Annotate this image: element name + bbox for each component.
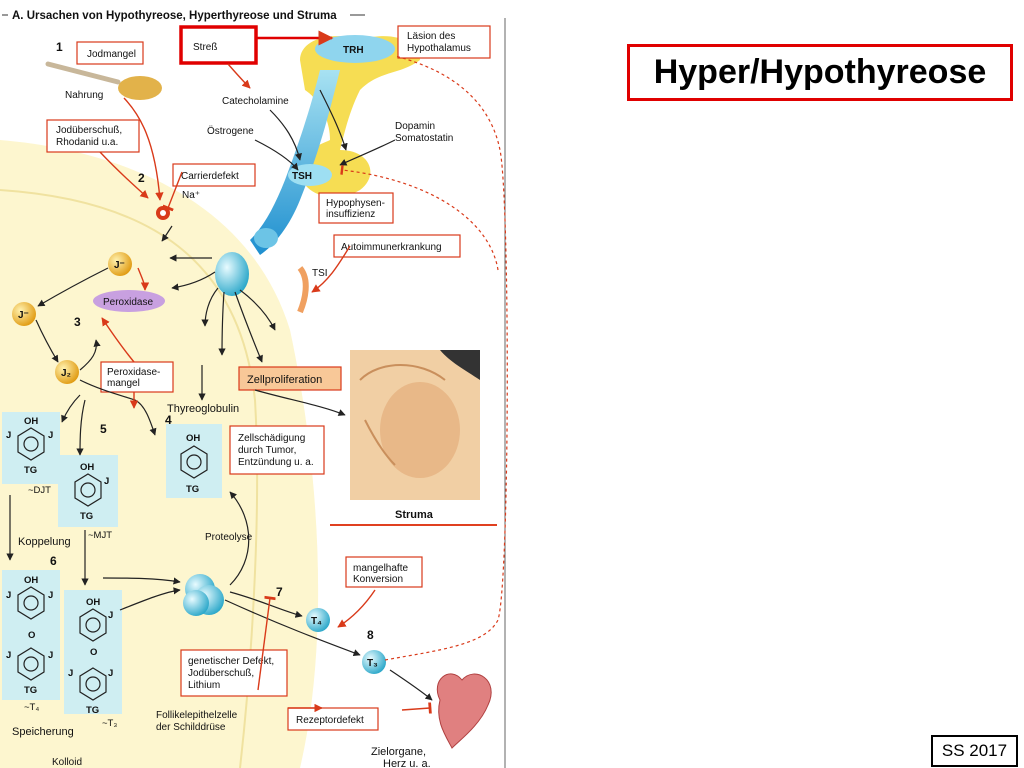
svg-text:OH: OH [24, 416, 38, 427]
svg-text:Peroxidase: Peroxidase [103, 297, 153, 308]
t4-ball [306, 608, 330, 632]
tsh-receptor-icon [215, 252, 249, 296]
svg-text:der Schilddrüse: der Schilddrüse [156, 722, 226, 733]
iodide-ball-2 [12, 302, 36, 326]
svg-text:Rhodanid u.a.: Rhodanid u.a. [56, 137, 118, 148]
svg-text:3: 3 [74, 315, 81, 329]
svg-text:J: J [6, 430, 11, 441]
trh-label: TRH [343, 45, 364, 56]
svg-text:J: J [48, 590, 53, 601]
svg-text:T₃: T₃ [367, 658, 378, 669]
svg-text:J: J [68, 668, 73, 679]
iodine-ball [55, 360, 79, 384]
svg-text:~MJT: ~MJT [88, 530, 112, 541]
svg-text:Jodüberschuß,: Jodüberschuß, [188, 668, 254, 679]
svg-text:TG: TG [80, 511, 93, 522]
svg-text:mangel: mangel [107, 378, 140, 389]
svg-text:J: J [104, 476, 109, 487]
svg-text:Thyreoglobulin: Thyreoglobulin [167, 403, 239, 415]
semester-badge: SS 2017 [931, 735, 1018, 767]
svg-text:J: J [108, 610, 113, 621]
slide-title: Hyper/Hypothyreose [653, 53, 987, 91]
svg-text:5: 5 [100, 422, 107, 436]
svg-text:Somatostatin: Somatostatin [395, 133, 453, 144]
svg-text:Hypophysen-: Hypophysen- [326, 198, 385, 209]
nahrung-label: Nahrung [65, 90, 103, 101]
svg-text:insuffizienz: insuffizienz [326, 209, 375, 220]
heart-icon [436, 673, 492, 749]
svg-text:Östrogene: Östrogene [207, 125, 254, 137]
tsi-label: TSI [312, 268, 328, 279]
svg-text:Speicherung: Speicherung [12, 726, 74, 738]
svg-text:J⁻: J⁻ [114, 260, 125, 271]
slide-title-box: Hyper/Hypothyreose [627, 44, 1013, 101]
svg-text:O: O [90, 647, 97, 658]
trh-cell [315, 35, 395, 63]
svg-text:2: 2 [138, 171, 145, 185]
tsi-icon [297, 266, 309, 314]
svg-text:J: J [108, 668, 113, 679]
svg-text:TG: TG [24, 685, 37, 696]
svg-text:TG: TG [186, 484, 199, 495]
svg-text:Jodüberschuß,: Jodüberschuß, [56, 125, 122, 136]
svg-text:Peroxidase-: Peroxidase- [107, 367, 160, 378]
svg-text:J₂: J₂ [61, 368, 71, 379]
svg-text:~DJT: ~DJT [28, 485, 51, 496]
svg-text:J: J [6, 590, 11, 601]
svg-text:OH: OH [186, 433, 200, 444]
hypothyreose-diagram: A. Ursachen von Hypothyreose, Hyperthyre… [0, 10, 508, 768]
svg-text:4: 4 [165, 413, 172, 427]
svg-text:Herz u. a.: Herz u. a. [383, 758, 431, 768]
tsh-stream [250, 70, 340, 255]
autoimmun-text: Autoimmunerkrankung [341, 242, 442, 253]
svg-text:J: J [48, 430, 53, 441]
svg-text:mangelhafte: mangelhafte [353, 563, 408, 574]
svg-text:Dopamin: Dopamin [395, 121, 435, 132]
struma-label: Struma [395, 509, 434, 521]
svg-text:8: 8 [367, 628, 374, 642]
tsh-label: TSH [292, 171, 312, 182]
svg-text:Kolloid: Kolloid [52, 757, 82, 768]
svg-text:Zielorgane,: Zielorgane, [371, 746, 426, 758]
zellproliferation-text: Zellproliferation [247, 374, 322, 386]
svg-text:Konversion: Konversion [353, 574, 403, 585]
svg-text:7: 7 [276, 585, 283, 599]
svg-text:OH: OH [86, 597, 100, 608]
svg-text:Lithium: Lithium [188, 680, 220, 691]
svg-text:J⁻: J⁻ [18, 310, 29, 321]
svg-text:T₄: T₄ [311, 616, 322, 627]
stress-box [179, 25, 258, 65]
spoon-icon [45, 61, 121, 85]
svg-text:genetischer Defekt,: genetischer Defekt, [188, 656, 274, 667]
na-label: Na⁺ [182, 190, 200, 201]
peroxidase-icon [93, 290, 165, 312]
svg-text:Follikelepithelzelle: Follikelepithelzelle [156, 710, 238, 721]
svg-text:OH: OH [80, 462, 94, 473]
svg-text:6: 6 [50, 554, 57, 568]
svg-text:Proteolyse: Proteolyse [205, 532, 253, 543]
svg-text:O: O [28, 630, 35, 641]
svg-text:Hypothalamus: Hypothalamus [407, 43, 471, 54]
svg-text:Läsion des: Läsion des [407, 31, 455, 42]
svg-text:Catecholamine: Catecholamine [222, 96, 289, 107]
svg-text:J: J [6, 650, 11, 661]
svg-text:Entzündung u. a.: Entzündung u. a. [238, 457, 314, 468]
svg-text:TG: TG [24, 465, 37, 476]
jodmangel-text: Jodmangel [87, 49, 136, 60]
svg-text:Koppelung: Koppelung [18, 536, 71, 548]
stress-text: Streß [193, 42, 217, 53]
svg-text:1: 1 [56, 40, 63, 54]
iodide-ball [108, 252, 132, 276]
figure-header: A. Ursachen von Hypothyreose, Hyperthyre… [12, 10, 337, 22]
svg-text:Zellschädigung: Zellschädigung [238, 433, 305, 444]
svg-text:OH: OH [24, 575, 38, 586]
svg-text:~T₄: ~T₄ [24, 702, 39, 713]
svg-text:~T₃: ~T₃ [102, 718, 117, 729]
t3-ball [362, 650, 386, 674]
svg-text:durch Tumor,: durch Tumor, [238, 445, 296, 456]
svg-text:TG: TG [86, 705, 99, 716]
svg-text:J: J [48, 650, 53, 661]
carrierdefekt-text: Carrierdefekt [181, 171, 239, 182]
rezeptordefekt-text: Rezeptordefekt [296, 715, 364, 726]
